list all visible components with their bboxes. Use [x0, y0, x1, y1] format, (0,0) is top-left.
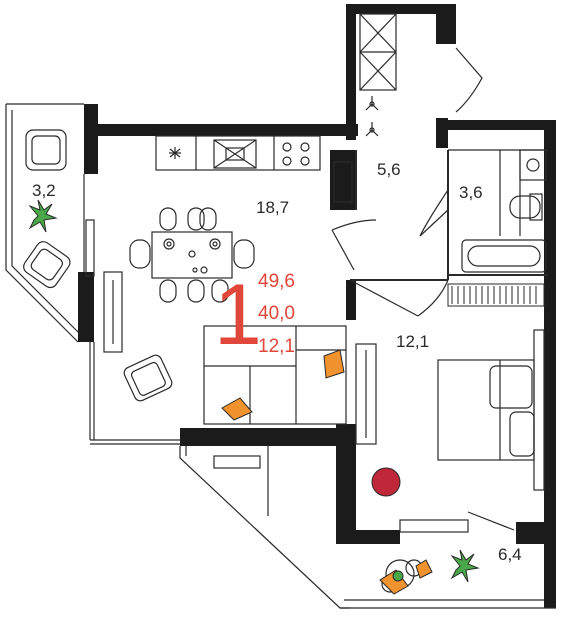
ceiling-fan-icons	[365, 96, 379, 137]
total-area: 49,6	[258, 271, 295, 292]
sofa	[203, 325, 347, 425]
partitions	[330, 150, 548, 281]
living-area: 40,0	[258, 303, 295, 324]
room-area-bathroom: 3,6	[459, 183, 483, 202]
fridge	[333, 161, 353, 203]
balcony-window	[399, 511, 515, 533]
room-count: 1	[214, 267, 262, 363]
bathroom-fixtures	[419, 149, 548, 273]
window-lines	[85, 219, 180, 445]
room-area-bedroom: 12,1	[396, 332, 430, 351]
loggia-left	[5, 103, 85, 343]
armchair-living	[123, 354, 173, 402]
wardrobe	[447, 283, 545, 307]
balcony-triangle	[179, 446, 556, 609]
exterior-walls	[78, 4, 556, 608]
dining-set	[129, 207, 255, 303]
closet	[359, 13, 397, 91]
kitchen-area: 12,1	[258, 336, 295, 357]
kitchen-counter	[155, 135, 321, 171]
bedroom-tv	[355, 343, 377, 445]
room-area-balcony: 6,4	[498, 545, 522, 564]
loggia-chairs	[23, 129, 71, 289]
room-area-living-kitchen: 18,7	[256, 198, 290, 217]
room-area-hall: 5,6	[377, 160, 401, 179]
room-area-loggia-left: 3,2	[32, 181, 56, 200]
bed	[437, 329, 545, 491]
decor-colors	[221, 349, 433, 595]
hall-doors	[331, 47, 483, 317]
plant-icon	[28, 199, 480, 583]
